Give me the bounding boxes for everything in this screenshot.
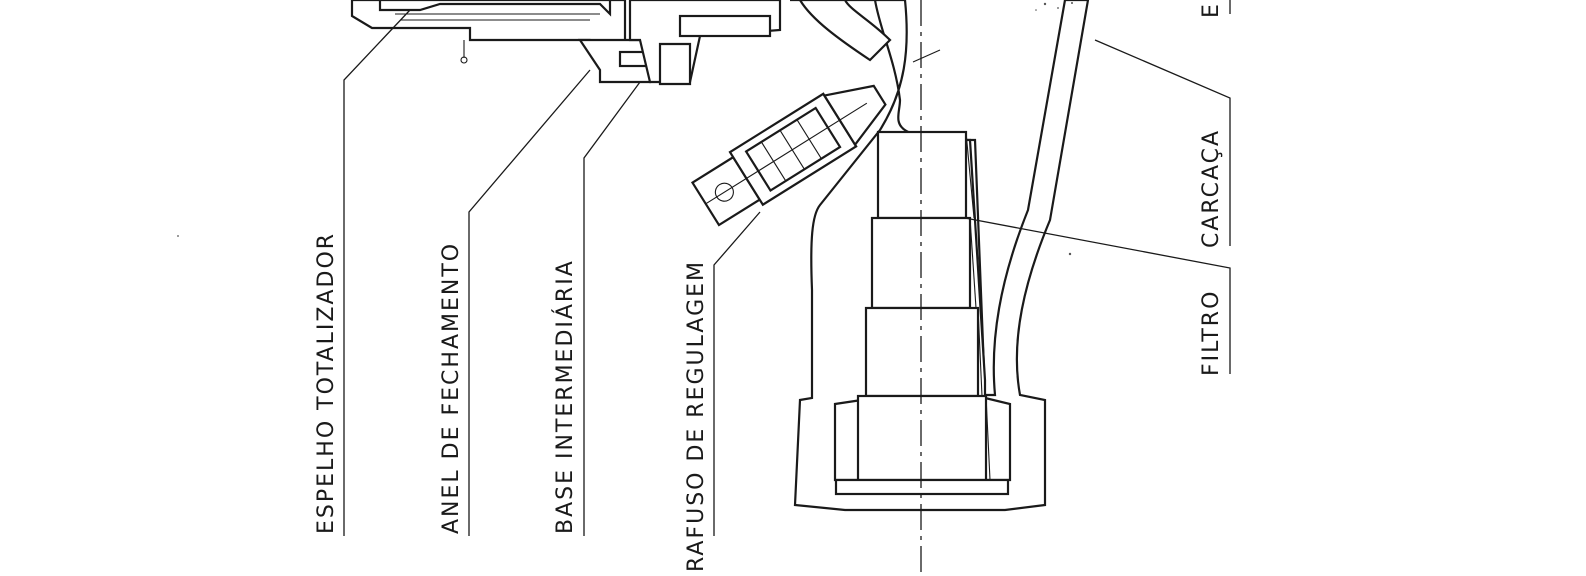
label-cut-top: E xyxy=(1199,2,1224,18)
leader-lines xyxy=(343,0,1231,536)
label-espelho-totalizador: ESPELHO TOTALIZADOR xyxy=(314,232,339,534)
label-anel-de-fechamento: ANEL DE FECHAMENTO xyxy=(439,242,464,534)
label-base-intermediaria: BASE INTERMEDIÁRIA xyxy=(552,259,578,534)
regulating-screw xyxy=(690,84,887,227)
label-carcaca: CARCAÇA xyxy=(1199,129,1224,248)
label-parafuso-de-regulagem: RAFUSO DE REGULAGEM xyxy=(684,260,709,572)
scan-noise xyxy=(177,2,1073,256)
label-filtro: FILTRO xyxy=(1199,290,1224,376)
totalizer-assembly xyxy=(350,0,782,86)
